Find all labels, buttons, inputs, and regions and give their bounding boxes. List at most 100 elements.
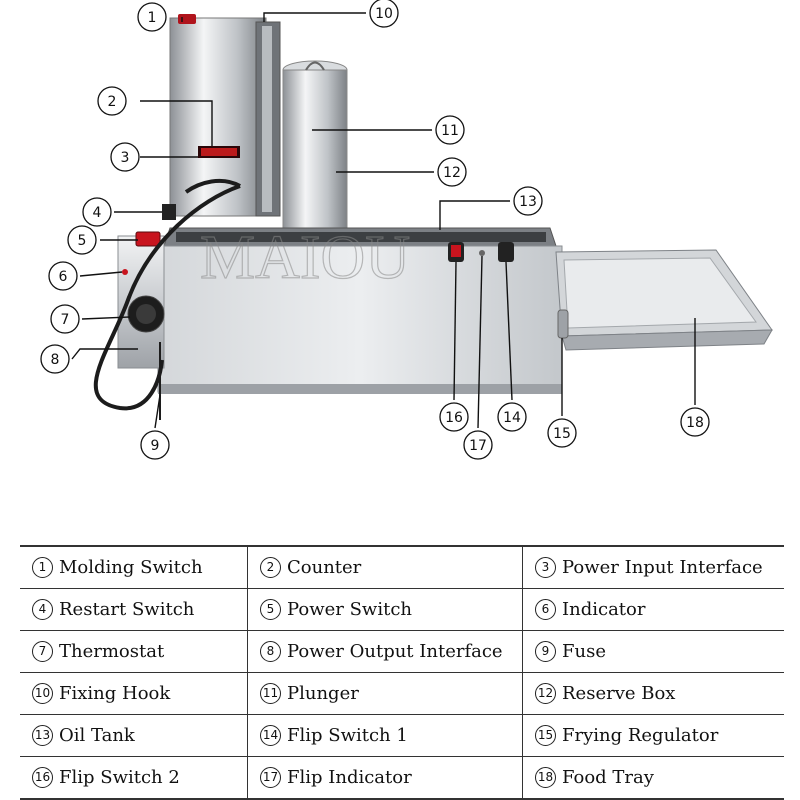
machine-body — [117, 235, 563, 394]
legend-label: Oil Tank — [59, 725, 135, 746]
legend-number: 2 — [260, 557, 281, 578]
legend-row: 16 Flip Switch 2 17 Flip Indicator 18 Food Tr… — [20, 756, 784, 800]
callout-circle — [67, 225, 97, 255]
legend-cell: 14 Flip Switch 1 — [247, 714, 523, 757]
callout-line — [505, 261, 513, 401]
legend-label: Counter — [287, 557, 362, 578]
callout-number: 16 — [445, 410, 463, 426]
legend-label: Power Output Interface — [287, 641, 503, 662]
legend-number: 16 — [32, 767, 53, 788]
callout-circle — [48, 261, 78, 291]
callout-number: 8 — [51, 352, 60, 368]
legend-cell: 17 Flip Indicator — [247, 756, 523, 800]
callout-circle — [50, 304, 80, 334]
legend-cell: 3 Power Input Interface — [522, 545, 784, 589]
legend-number: 11 — [260, 683, 281, 704]
legend-cell: 13 Oil Tank — [20, 714, 248, 757]
callout-number: 6 — [59, 269, 68, 285]
legend-number: 17 — [260, 767, 281, 788]
legend-number: 13 — [32, 725, 53, 746]
callout-number: 5 — [78, 233, 87, 249]
callout-circle — [497, 402, 527, 432]
callout-number: 17 — [469, 438, 487, 454]
legend-label: Food Tray — [562, 767, 654, 788]
legend-number: 9 — [535, 641, 556, 662]
legend-label: Thermostat — [59, 641, 165, 662]
callout-circle — [513, 186, 543, 216]
legend-cell: 12 Reserve Box — [522, 672, 784, 715]
callout-number: 7 — [61, 312, 70, 328]
legend-label: Molding Switch — [59, 557, 203, 578]
legend-cell: 15 Frying Regulator — [522, 714, 784, 757]
food-tray — [555, 249, 773, 351]
legend-label: Frying Regulator — [562, 725, 719, 746]
legend-label: Restart Switch — [59, 599, 195, 620]
legend-number: 8 — [260, 641, 281, 662]
legend-cell: 6 Indicator — [522, 588, 784, 631]
legend-number: 3 — [535, 557, 556, 578]
legend-cell: 4 Restart Switch — [20, 588, 248, 631]
callout-number: 12 — [443, 165, 461, 181]
legend-label: Fixing Hook — [59, 683, 171, 704]
legend-number: 15 — [535, 725, 556, 746]
legend-number: 7 — [32, 641, 53, 662]
callout-line — [140, 100, 213, 146]
legend-number: 18 — [535, 767, 556, 788]
legend-label: Reserve Box — [562, 683, 676, 704]
callout-number: 11 — [441, 123, 459, 139]
legend-number: 12 — [535, 683, 556, 704]
callout-circle — [369, 0, 399, 28]
callout-circle — [547, 418, 577, 448]
control-box — [169, 14, 281, 217]
callout-line — [477, 255, 483, 429]
watermark: MAIOU — [200, 224, 410, 292]
callout-line — [453, 261, 457, 401]
legend-cell: 18 Food Tray — [522, 756, 784, 800]
legend-cell: 10 Fixing Hook — [20, 672, 248, 715]
switches — [122, 204, 514, 333]
callout-line — [263, 12, 366, 22]
callout-number: 4 — [93, 205, 102, 221]
legend-cell: 2 Counter — [247, 545, 523, 589]
power-cable — [93, 184, 241, 411]
callout-line — [71, 348, 138, 360]
callout-number: 14 — [503, 410, 521, 426]
legend-cell: 11 Plunger — [247, 672, 523, 715]
legend-number: 14 — [260, 725, 281, 746]
callout-circle — [137, 2, 167, 32]
callout-circle — [110, 142, 140, 172]
legend-number: 6 — [535, 599, 556, 620]
callout-circle — [97, 86, 127, 116]
callout-line — [154, 394, 161, 429]
callout-number: 1 — [148, 10, 157, 26]
callout-circle — [40, 344, 70, 374]
legend-row: 4 Restart Switch 5 Power Switch 6 Indicator — [20, 588, 784, 631]
legend-number: 4 — [32, 599, 53, 620]
legend-row: 13 Oil Tank 14 Flip Switch 1 15 Frying Regula… — [20, 714, 784, 757]
callout-number: 9 — [151, 438, 160, 454]
legend-label: Flip Switch 1 — [287, 725, 408, 746]
callout-number: 3 — [121, 150, 130, 166]
legend-number: 10 — [32, 683, 53, 704]
legend-label: Flip Switch 2 — [59, 767, 180, 788]
legend-number: 5 — [260, 599, 281, 620]
legend-label: Power Input Interface — [562, 557, 763, 578]
callout-line — [79, 271, 123, 277]
legend-cell: 16 Flip Switch 2 — [20, 756, 248, 800]
legend-cell: 5 Power Switch — [247, 588, 523, 631]
callout-number: 2 — [108, 94, 117, 110]
legend-label: Indicator — [562, 599, 646, 620]
callout-circle — [82, 197, 112, 227]
legend-label: Power Switch — [287, 599, 413, 620]
callout-circle — [435, 115, 465, 145]
callout-number: 15 — [553, 426, 571, 442]
legend-label: Plunger — [287, 683, 359, 704]
legend-label: Flip Indicator — [287, 767, 412, 788]
callout-circle — [463, 430, 493, 460]
